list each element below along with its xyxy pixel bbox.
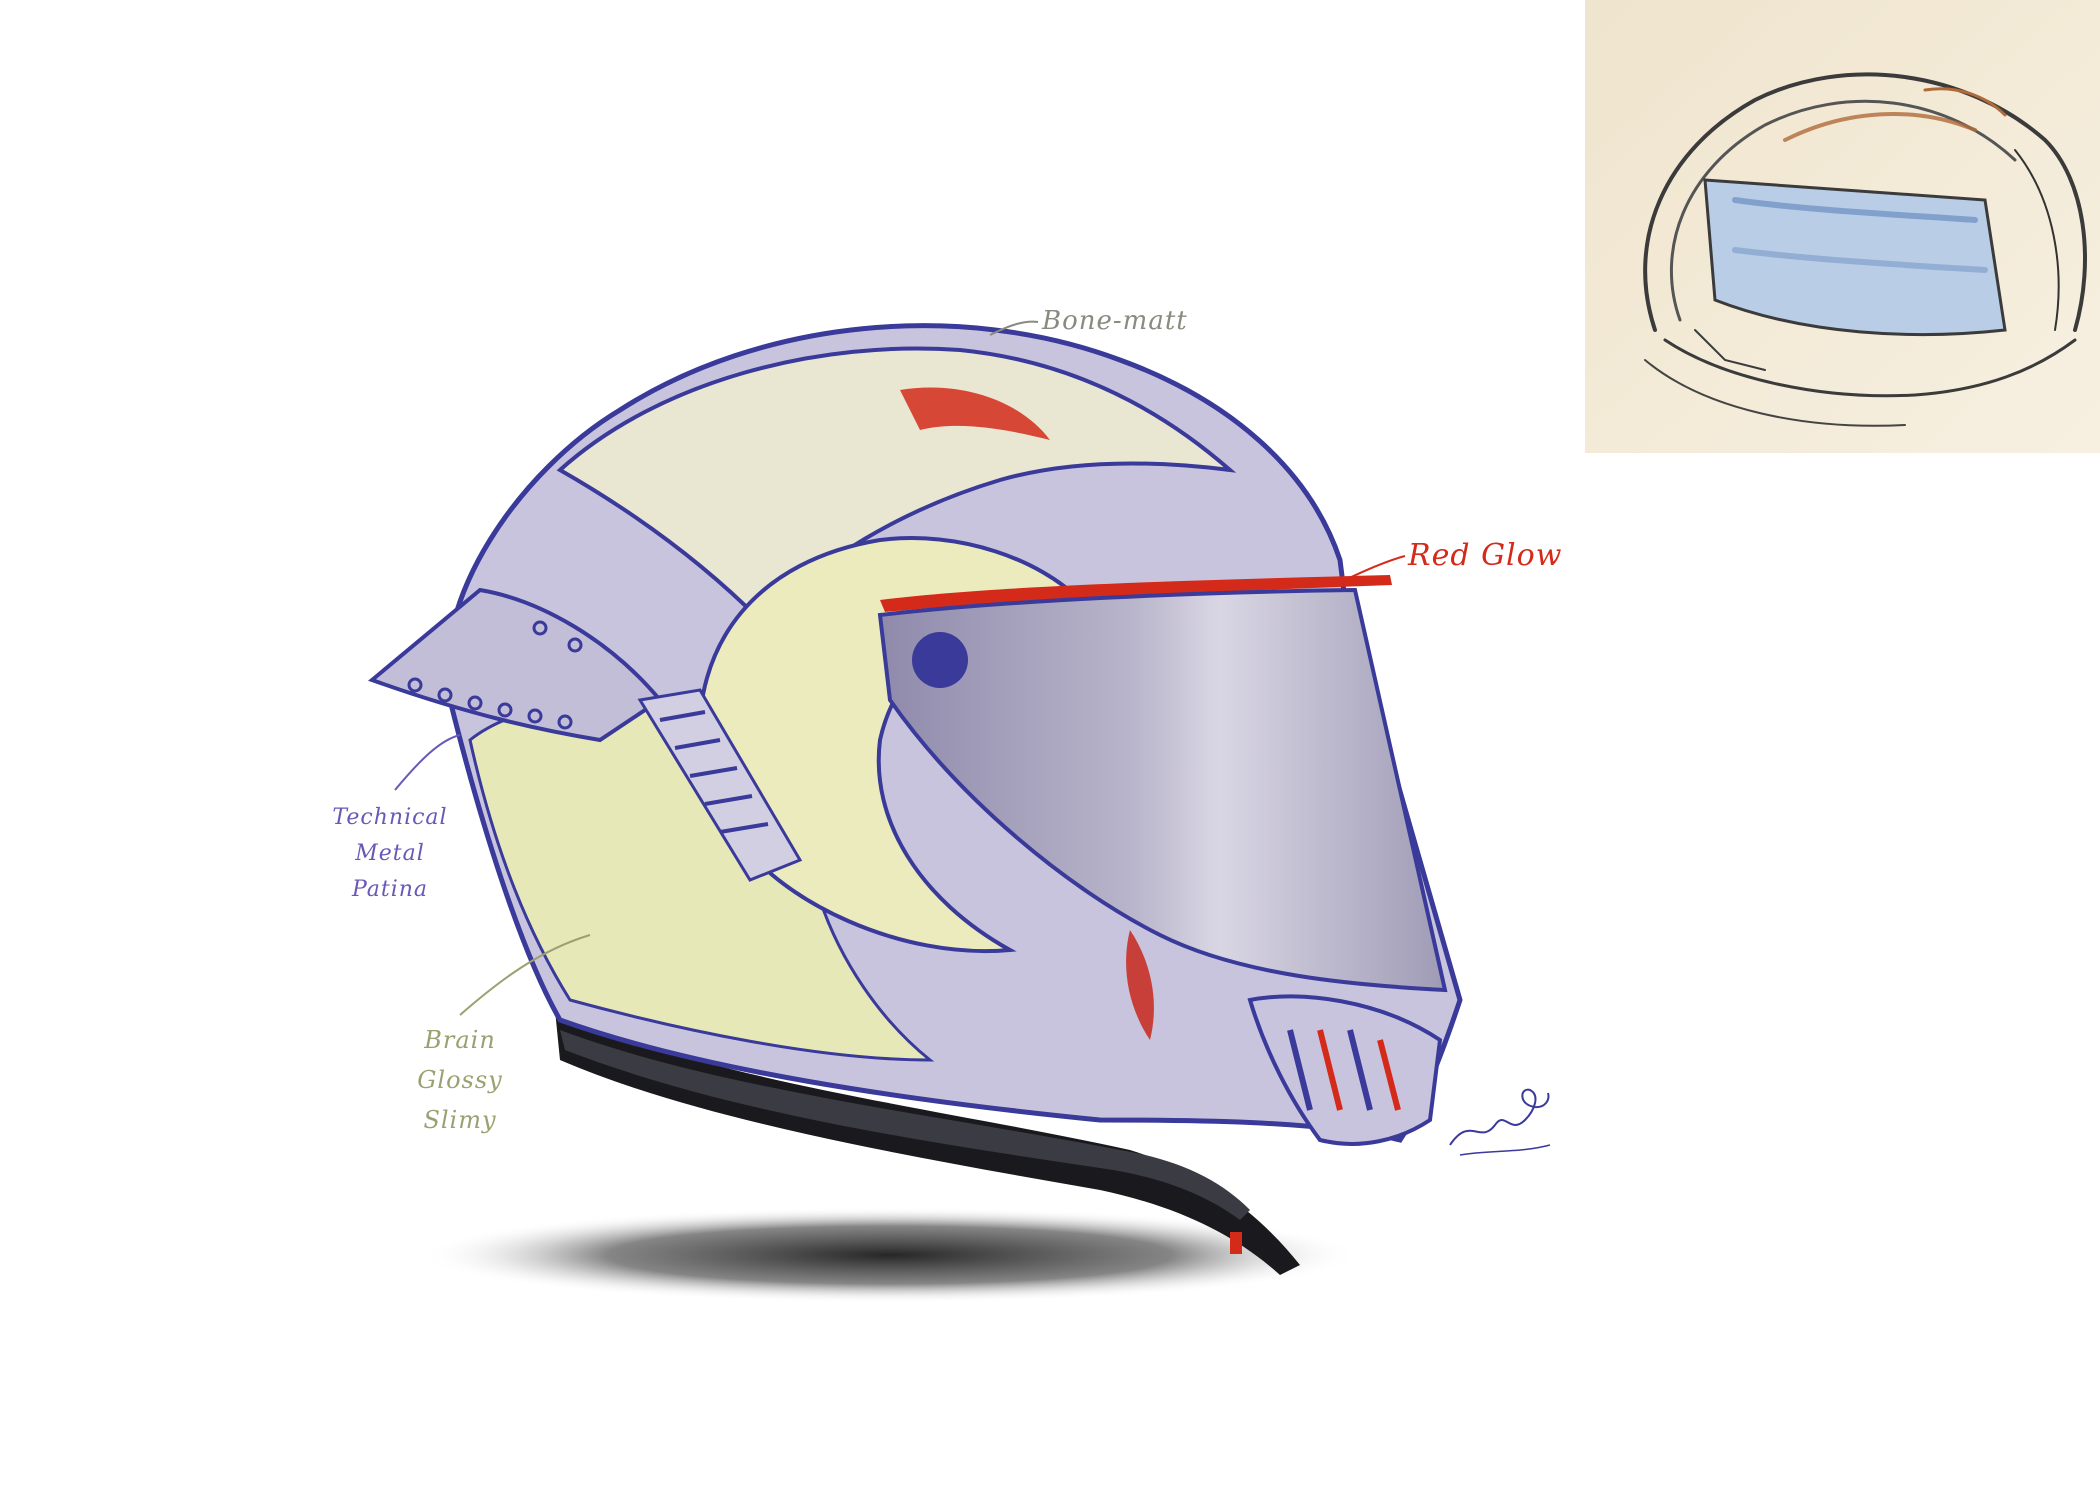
helmet-base-lining [560,1030,1250,1220]
artist-signature [1449,1088,1551,1156]
annotation-technical-line-1: Technical [332,805,448,830]
side-vent-ribs [659,710,769,834]
visor-pivot [912,632,968,688]
red-accent-lower [1126,930,1154,1040]
annotation-brain-line-2: Glossy [417,1066,503,1094]
inset-pencil-sketch [1585,0,2100,453]
ground-shadow [420,1207,1360,1303]
annotation-bone: Bone-matt [1042,306,1188,336]
chin-vent [1247,994,1443,1146]
annotation-brain-line-3: Slimy [423,1106,497,1134]
annotation-technical: Technical Metal Patina [320,800,460,908]
red-glow-stripe [880,575,1392,612]
spoiler-rivets [407,620,583,730]
chin-strap-tab [1230,1232,1242,1254]
leader-line-brain [459,934,591,1016]
annotation-brain: Brain Glossy Slimy [395,1020,525,1140]
annotation-brain-line-1: Brain [424,1026,496,1054]
side-vent [637,688,803,882]
leader-line-bone [989,320,1039,336]
annotation-red-glow: Red Glow [1408,538,1563,573]
visor [877,587,1448,993]
chin-vent-slots [1287,1029,1401,1111]
annotation-technical-line-2: Metal [355,841,425,866]
leader-line-tech [394,734,461,791]
helmet-base-rim [555,1010,1300,1275]
rear-spoiler [368,587,663,743]
red-accent-crest [900,387,1050,440]
leader-line-red [1344,555,1406,581]
annotation-technical-line-3: Patina [351,877,429,902]
